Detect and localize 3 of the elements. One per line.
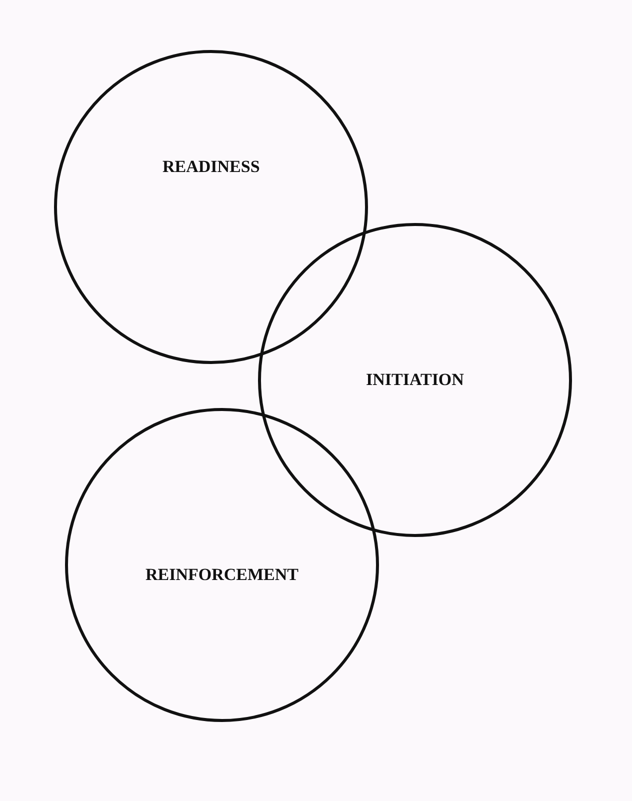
circle-label: REINFORCEMENT [146, 565, 299, 585]
circle-label: INITIATION [366, 370, 464, 390]
circle-label: READINESS [162, 157, 260, 177]
